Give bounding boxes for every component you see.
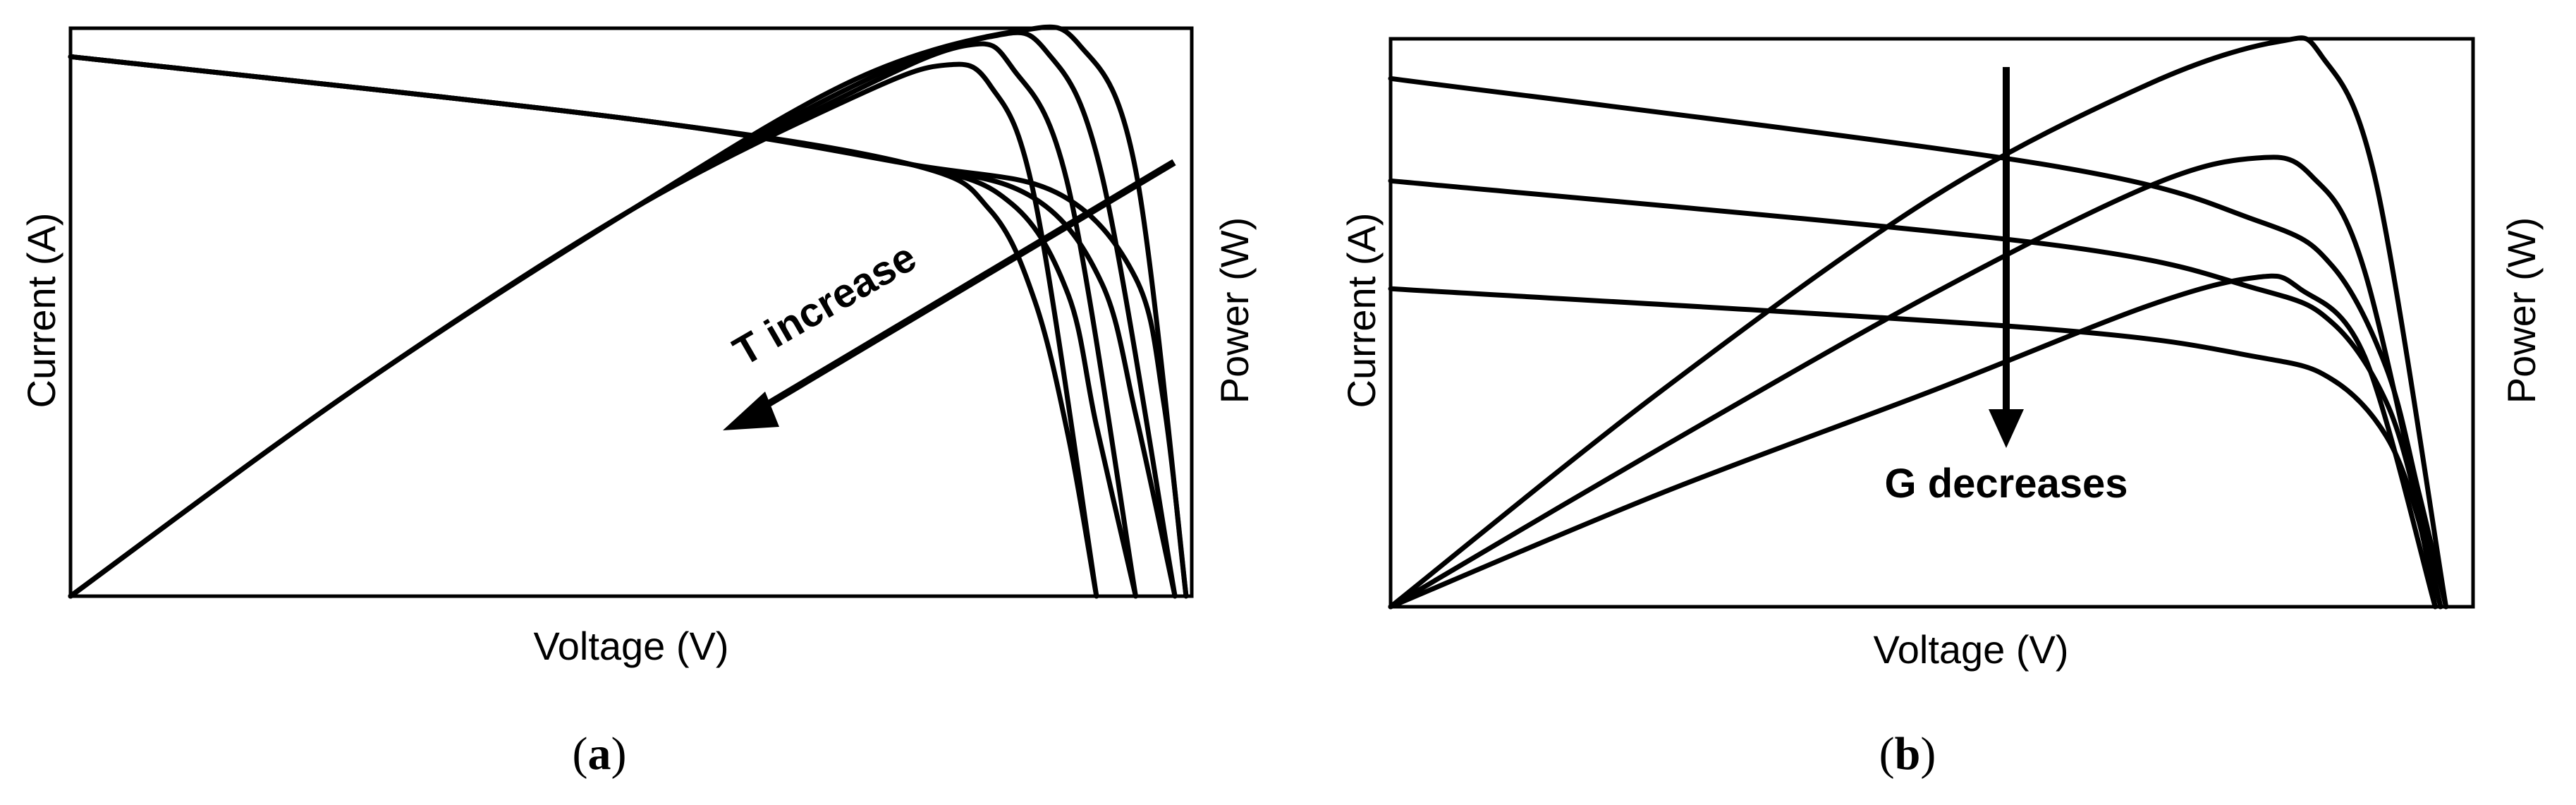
panel-a-letter: a — [588, 728, 611, 780]
panel-a-ylabel-left: Current (A) — [19, 213, 63, 408]
panel-b-ylabel-right: Power (W) — [2499, 217, 2544, 404]
panel-b-label: (b) — [1879, 728, 1936, 780]
panel-a-current-curve-3 — [68, 54, 1178, 599]
panel-b: G decreases Voltage (V) Current (A) Powe… — [1339, 35, 2544, 780]
panel-b-xlabel: Voltage (V) — [1873, 627, 2068, 672]
panel-a-ylabel-right: Power (W) — [1212, 217, 1257, 404]
panel-a-curves — [68, 24, 1189, 599]
g-decreases-label: G decreases — [1884, 461, 2128, 507]
panel-a-power-curve-1 — [68, 61, 1099, 599]
panel-a: T increase Voltage (V) Current (A) Power… — [19, 24, 1257, 780]
panel-a-current-curve-1 — [68, 54, 1099, 599]
panel-b-letter: b — [1895, 728, 1921, 780]
panel-b-power-curve-2 — [1388, 155, 2443, 610]
panel-a-frame — [68, 26, 1194, 598]
panel-b-power-curve-3 — [1388, 273, 2438, 610]
panel-a-power-curve-4 — [68, 24, 1189, 599]
panel-b-power-curve-1 — [1388, 35, 2449, 610]
panel-b-ylabel-left: Current (A) — [1339, 213, 1384, 408]
panel-a-power-curve-2 — [68, 41, 1138, 599]
panel-a-xlabel: Voltage (V) — [533, 624, 728, 668]
panel-b-current-curve-3 — [1388, 286, 2438, 610]
panel-b-frame — [1388, 37, 2475, 609]
g-decreases-arrow — [1989, 67, 2024, 448]
panel-b-current-curve-2 — [1388, 178, 2443, 610]
panel-a-current-curve-2 — [68, 54, 1138, 599]
panel-b-curves — [1388, 35, 2449, 610]
t-increase-label: T increase — [726, 234, 924, 375]
t-increase-arrow — [723, 159, 1176, 430]
panel-a-label: (a) — [573, 728, 627, 780]
